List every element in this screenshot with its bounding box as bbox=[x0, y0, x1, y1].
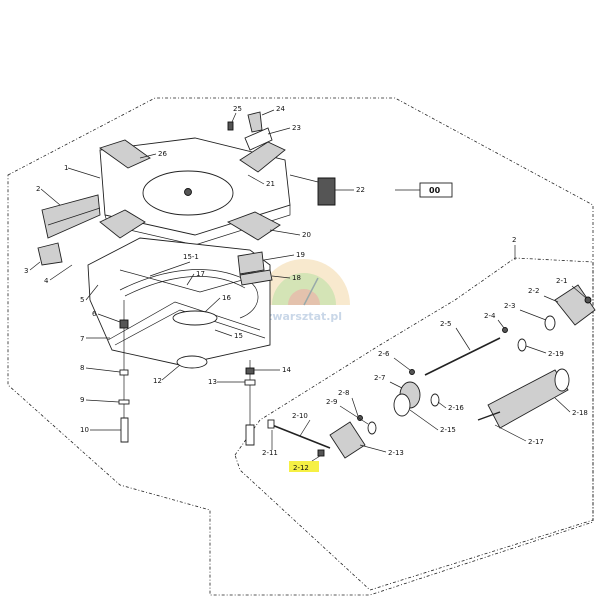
watermark: Mzwarsztat.pl bbox=[255, 259, 350, 323]
svg-text:17: 17 bbox=[196, 270, 205, 278]
part-2-9-ring bbox=[367, 421, 377, 435]
svg-text:23: 23 bbox=[292, 124, 301, 132]
part-3-bracket bbox=[37, 242, 63, 266]
part-2-13-plate bbox=[329, 421, 366, 459]
jaw-top-left bbox=[99, 139, 151, 169]
part-2-11 bbox=[267, 419, 275, 429]
svg-text:2-11: 2-11 bbox=[262, 449, 278, 457]
svg-text:2-6: 2-6 bbox=[378, 350, 390, 358]
svg-text:14: 14 bbox=[282, 366, 291, 374]
fasteners-right bbox=[244, 360, 256, 446]
part-2-16-ring bbox=[430, 393, 440, 407]
svg-text:2-9: 2-9 bbox=[326, 398, 337, 406]
svg-text:2-1: 2-1 bbox=[556, 277, 567, 285]
svg-text:3: 3 bbox=[24, 267, 28, 275]
svg-text:10: 10 bbox=[80, 426, 89, 434]
svg-text:2-13: 2-13 bbox=[388, 449, 404, 457]
svg-text:24: 24 bbox=[276, 105, 285, 113]
svg-text:2-7: 2-7 bbox=[374, 374, 385, 382]
svg-text:2-15: 2-15 bbox=[440, 426, 456, 434]
svg-text:2-19: 2-19 bbox=[548, 350, 564, 358]
part-2-4 bbox=[502, 327, 508, 333]
svg-text:2: 2 bbox=[36, 185, 40, 193]
part-2-12-nut bbox=[317, 449, 325, 457]
svg-text:26: 26 bbox=[158, 150, 167, 158]
highlighted-label: 2-12 bbox=[293, 464, 309, 472]
part-25 bbox=[227, 121, 234, 131]
turntable-hub bbox=[184, 188, 192, 196]
sub-assembly-frame bbox=[234, 257, 594, 591]
svg-text:4: 4 bbox=[44, 277, 49, 285]
svg-text:2-5: 2-5 bbox=[440, 320, 451, 328]
svg-text:20: 20 bbox=[302, 231, 311, 239]
svg-text:1: 1 bbox=[64, 164, 68, 172]
main-assembly-frame bbox=[7, 97, 594, 596]
part-16-ring bbox=[172, 310, 218, 326]
svg-text:21: 21 bbox=[266, 180, 275, 188]
part-23 bbox=[244, 127, 273, 151]
air-hose bbox=[119, 269, 259, 319]
part-24 bbox=[247, 111, 263, 133]
svg-text:12: 12 bbox=[153, 377, 162, 385]
svg-text:2-2: 2-2 bbox=[528, 287, 539, 295]
part-2-18-cylinder bbox=[487, 369, 569, 429]
cylinder-left bbox=[41, 194, 101, 239]
part-22-block bbox=[317, 177, 336, 206]
part-18 bbox=[239, 269, 273, 286]
svg-text:Mzwarsztat.pl: Mzwarsztat.pl bbox=[255, 310, 342, 323]
svg-text:2-10: 2-10 bbox=[292, 412, 308, 420]
svg-text:2-4: 2-4 bbox=[484, 312, 496, 320]
frame-tag-label: 00 bbox=[429, 186, 441, 195]
svg-text:18: 18 bbox=[292, 274, 301, 282]
svg-text:15-1: 15-1 bbox=[183, 253, 199, 261]
svg-text:25: 25 bbox=[233, 105, 242, 113]
sub-assembly-tag: 2 bbox=[512, 236, 516, 244]
part-12-ring bbox=[176, 355, 208, 369]
svg-text:5: 5 bbox=[80, 296, 84, 304]
svg-text:2-3: 2-3 bbox=[504, 302, 515, 310]
labels-sub: 2-1 2-2 2-3 2-4 2-5 2-6 2-7 2-8 2-9 2-10… bbox=[262, 277, 588, 472]
jaw-top-right bbox=[239, 141, 286, 173]
svg-text:22: 22 bbox=[356, 186, 365, 194]
part-2-3-ring bbox=[544, 315, 556, 331]
svg-text:7: 7 bbox=[80, 335, 84, 343]
svg-text:9: 9 bbox=[80, 396, 84, 404]
highlight-2-12 bbox=[289, 461, 319, 472]
svg-text:15: 15 bbox=[234, 332, 243, 340]
part-2-19-ring bbox=[517, 338, 527, 352]
part-2-2-plate bbox=[554, 284, 596, 326]
part-2-6 bbox=[409, 369, 415, 375]
svg-text:2-17: 2-17 bbox=[528, 438, 544, 446]
fasteners-left bbox=[118, 300, 130, 443]
part-2-17-rod bbox=[477, 411, 501, 421]
labels-main: 1 2 3 4 5 6 7 8 9 10 12 13 14 15 15-1 16… bbox=[24, 105, 365, 434]
svg-text:2-18: 2-18 bbox=[572, 409, 588, 417]
svg-text:16: 16 bbox=[222, 294, 231, 302]
svg-text:6: 6 bbox=[92, 310, 97, 318]
svg-text:2-16: 2-16 bbox=[448, 404, 464, 412]
part-2-1 bbox=[584, 296, 592, 304]
part-19 bbox=[237, 251, 265, 275]
jaw-bottom-left bbox=[99, 209, 146, 239]
part-2-15-ring bbox=[393, 393, 411, 417]
svg-text:8: 8 bbox=[80, 364, 84, 372]
part-2-10-rod bbox=[271, 424, 331, 449]
svg-text:19: 19 bbox=[296, 251, 305, 259]
part-2-5-rod bbox=[424, 337, 501, 376]
jaw-bottom-right bbox=[226, 211, 281, 241]
svg-text:13: 13 bbox=[208, 378, 217, 386]
svg-text:2-8: 2-8 bbox=[338, 389, 349, 397]
